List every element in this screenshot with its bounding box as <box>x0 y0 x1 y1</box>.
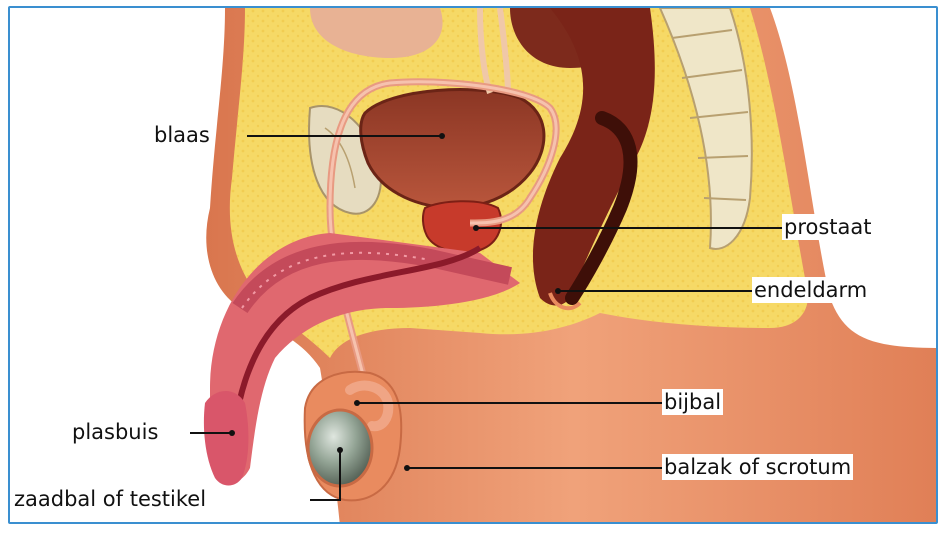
label-epididymis: bijbal <box>662 389 723 415</box>
prostate <box>423 201 501 252</box>
label-prostate: prostaat <box>782 214 874 240</box>
label-urethra: plasbuis <box>70 419 160 445</box>
label-rectum: endeldarm <box>752 277 869 303</box>
diagram-frame: blaas prostaat endeldarm bijbal plasbuis… <box>8 6 938 524</box>
label-testicle: zaadbal of testikel <box>12 486 208 512</box>
male-anatomy-illustration <box>10 8 938 524</box>
label-bladder: blaas <box>152 122 212 148</box>
label-scrotum: balzak of scrotum <box>662 454 853 480</box>
glans <box>204 391 249 486</box>
